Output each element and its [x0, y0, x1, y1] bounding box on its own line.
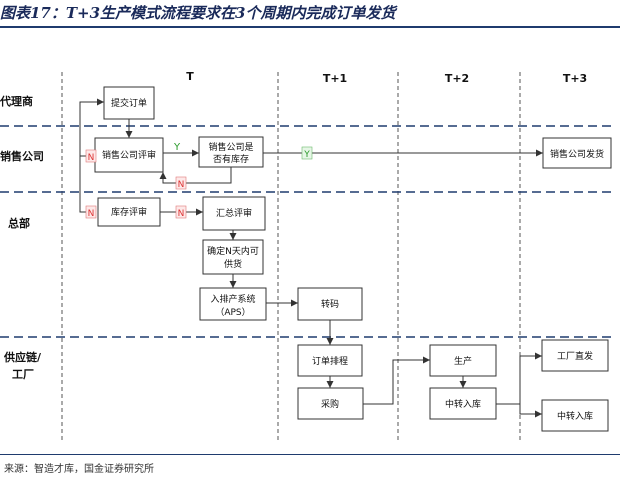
- badge-n-inventory-to-summary: N: [175, 205, 187, 219]
- svg-text:中转入库: 中转入库: [445, 398, 481, 410]
- svg-text:Y: Y: [303, 150, 310, 160]
- column-dividers: [61, 72, 521, 440]
- column-labels: T T+1 T+2 T+3: [186, 70, 587, 85]
- svg-text:生产: 生产: [454, 355, 472, 367]
- column-label-t1: T+1: [323, 72, 347, 85]
- lane-label-agent: 代理商: [0, 94, 33, 108]
- svg-text:库存评审: 库存评审: [111, 206, 147, 218]
- connector-transit-to-transit2: [519, 404, 542, 418]
- lane-labels: 代理商 销售公司 总部 供应链/ 工厂: [0, 94, 45, 381]
- label-y-sales-to-stock: Y: [173, 142, 181, 153]
- svg-text:销售公司是: 销售公司是: [208, 141, 253, 153]
- connector-loop-left: [79, 155, 95, 216]
- svg-text:订单排程: 订单排程: [312, 355, 348, 367]
- box-sales-review: 销售公司评审: [94, 137, 164, 173]
- svg-text:销售公司发货: 销售公司发货: [550, 148, 604, 160]
- lane-label-headquarters: 总部: [8, 216, 30, 230]
- connector-transit-to-factory-direct: [496, 352, 542, 405]
- box-transit-in: 中转入库: [429, 387, 497, 420]
- box-order-schedule: 订单排程: [297, 344, 363, 377]
- box-transfer-code: 转码: [297, 287, 363, 321]
- box-inventory-review: 库存评审: [97, 197, 161, 227]
- column-label-t: T: [186, 70, 194, 83]
- box-factory-direct: 工厂直发: [541, 339, 609, 372]
- column-label-t2: T+2: [445, 72, 469, 85]
- column-label-t3: T+3: [563, 72, 587, 85]
- svg-text:（APS）: （APS）: [215, 307, 250, 318]
- svg-text:销售公司评审: 销售公司评审: [102, 149, 156, 161]
- box-submit-order: 提交订单: [103, 86, 155, 120]
- badge-n-stock-loop: N: [175, 176, 187, 190]
- box-transit-in-2: 中转入库: [541, 399, 609, 432]
- box-sales-stock-check: 销售公司是 否有库存: [198, 136, 264, 168]
- lane-label-supply-chain-line2: 工厂: [12, 368, 34, 381]
- svg-text:提交订单: 提交订单: [111, 97, 147, 109]
- connector-loop-up: [79, 98, 104, 156]
- svg-text:中转入库: 中转入库: [557, 410, 593, 422]
- lane-dividers: [0, 125, 612, 338]
- source-note: 来源：智造才库，国金证券研究所: [4, 464, 154, 475]
- svg-text:转码: 转码: [321, 298, 339, 310]
- box-produce: 生产: [429, 344, 497, 377]
- svg-text:入排产系统: 入排产系统: [210, 293, 255, 305]
- svg-text:采购: 采购: [321, 398, 339, 410]
- svg-text:工厂直发: 工厂直发: [557, 350, 593, 362]
- lane-label-supply-chain-line1: 供应链/: [3, 350, 42, 364]
- svg-text:供货: 供货: [224, 258, 242, 270]
- footer-divider: [0, 454, 620, 455]
- badge-y-stock-to-ship: Y: [301, 146, 313, 160]
- lane-label-sales-company: 销售公司: [0, 149, 44, 163]
- figure-title: 图表17：T+3生产模式流程要求在3个周期内完成订单发货: [0, 4, 396, 22]
- box-aps: 入排产系统 （APS）: [199, 287, 267, 321]
- connectors: [79, 98, 543, 418]
- box-n-day-supply: 确定N天内可 供货: [202, 239, 264, 275]
- connector-purchase-to-produce: [363, 356, 430, 405]
- box-sales-ship: 销售公司发货: [542, 137, 612, 169]
- svg-text:汇总评审: 汇总评审: [216, 207, 252, 219]
- badge-n-sales-loop: N: [85, 149, 97, 163]
- svg-text:N: N: [88, 153, 95, 163]
- svg-text:否有库存: 否有库存: [213, 153, 249, 165]
- box-purchase: 采购: [297, 387, 364, 420]
- connector-stock-no: [159, 167, 232, 184]
- svg-text:N: N: [178, 209, 185, 219]
- badge-n-inventory-left: N: [85, 205, 97, 219]
- lane-label-supply-chain: 供应链/ 工厂: [3, 350, 45, 381]
- svg-text:N: N: [88, 209, 95, 219]
- title-divider: [0, 26, 620, 28]
- box-summary-review: 汇总评审: [202, 196, 266, 231]
- svg-text:N: N: [178, 180, 185, 190]
- svg-text:确定N天内可: 确定N天内可: [207, 245, 259, 257]
